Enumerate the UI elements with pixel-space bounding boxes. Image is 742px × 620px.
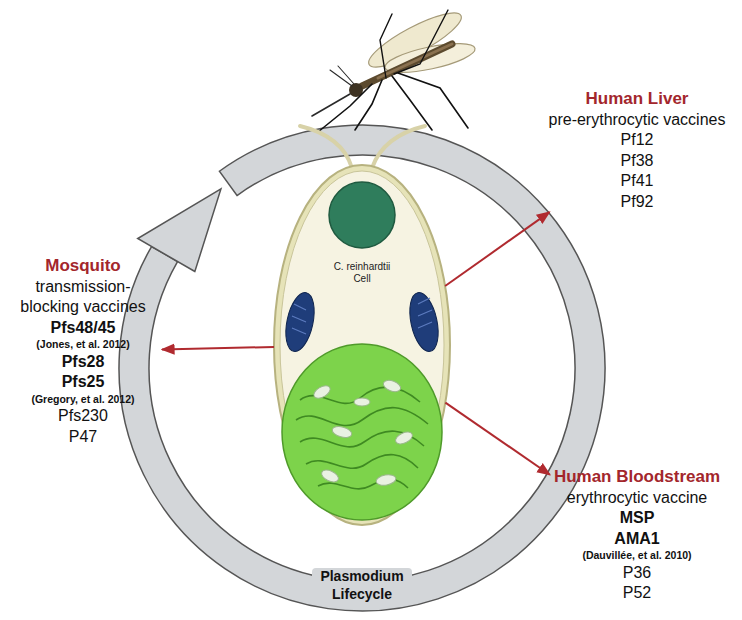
vaccine-name: Pf41 xyxy=(549,171,726,191)
vaccine-name: Pfs28 xyxy=(8,352,158,372)
vaccine-name: AMA1 xyxy=(554,529,720,549)
vaccine-name: P52 xyxy=(554,583,720,603)
vaccine-name: Pf38 xyxy=(549,151,726,171)
cell-label: C. reinhardtii Cell xyxy=(326,261,398,285)
arrow-connector xyxy=(162,347,274,349)
vaccine-name: P36 xyxy=(554,563,720,583)
site-heading: Human Liver xyxy=(549,88,726,110)
vaccine-name: P47 xyxy=(8,427,158,447)
site-heading: Mosquito xyxy=(8,255,158,277)
arrow-connector xyxy=(445,403,549,475)
chlamydomonas-cell xyxy=(274,126,450,525)
vaccine-name: Pfs48/45 xyxy=(8,318,158,338)
vaccine-group: Mosquitotransmission-blocking vaccinesPf… xyxy=(4,255,162,447)
citation: (Dauvillée, et al. 2010) xyxy=(554,549,720,563)
cycle-label: Plasmodium Lifecycle xyxy=(312,568,412,603)
vaccine-name: Pf12 xyxy=(549,130,726,150)
mosquito-illustration xyxy=(312,4,477,132)
arrow-connector xyxy=(445,212,549,286)
lifecycle-ring xyxy=(119,125,605,611)
ring-arc xyxy=(119,125,605,611)
citation: (Jones, et al. 2012) xyxy=(8,338,158,352)
vaccine-name: transmission-blocking vaccines xyxy=(8,277,158,318)
vaccine-name: MSP xyxy=(554,508,720,528)
citation: (Gregory, et al. 2012) xyxy=(8,393,158,407)
site-heading: Human Bloodstream xyxy=(554,466,720,488)
cell-shape: C. reinhardtii Cell xyxy=(274,165,450,525)
vaccine-name: erythrocytic vaccine xyxy=(554,488,720,508)
vaccine-name: Pfs25 xyxy=(8,372,158,392)
vaccine-group: Human Bloodstreamerythrocytic vaccineMSP… xyxy=(550,466,724,604)
vaccine-name: Pfs230 xyxy=(8,406,158,426)
vaccine-group: Human Liverpre-erythrocytic vaccinesPf12… xyxy=(545,88,730,212)
vaccine-name: pre-erythrocytic vaccines xyxy=(549,110,726,130)
vaccine-name: Pf92 xyxy=(549,192,726,212)
ring-arrowhead xyxy=(138,189,221,272)
lifecycle-ring: Plasmodium Lifecycle C. reinhardtii Cell xyxy=(119,125,605,611)
